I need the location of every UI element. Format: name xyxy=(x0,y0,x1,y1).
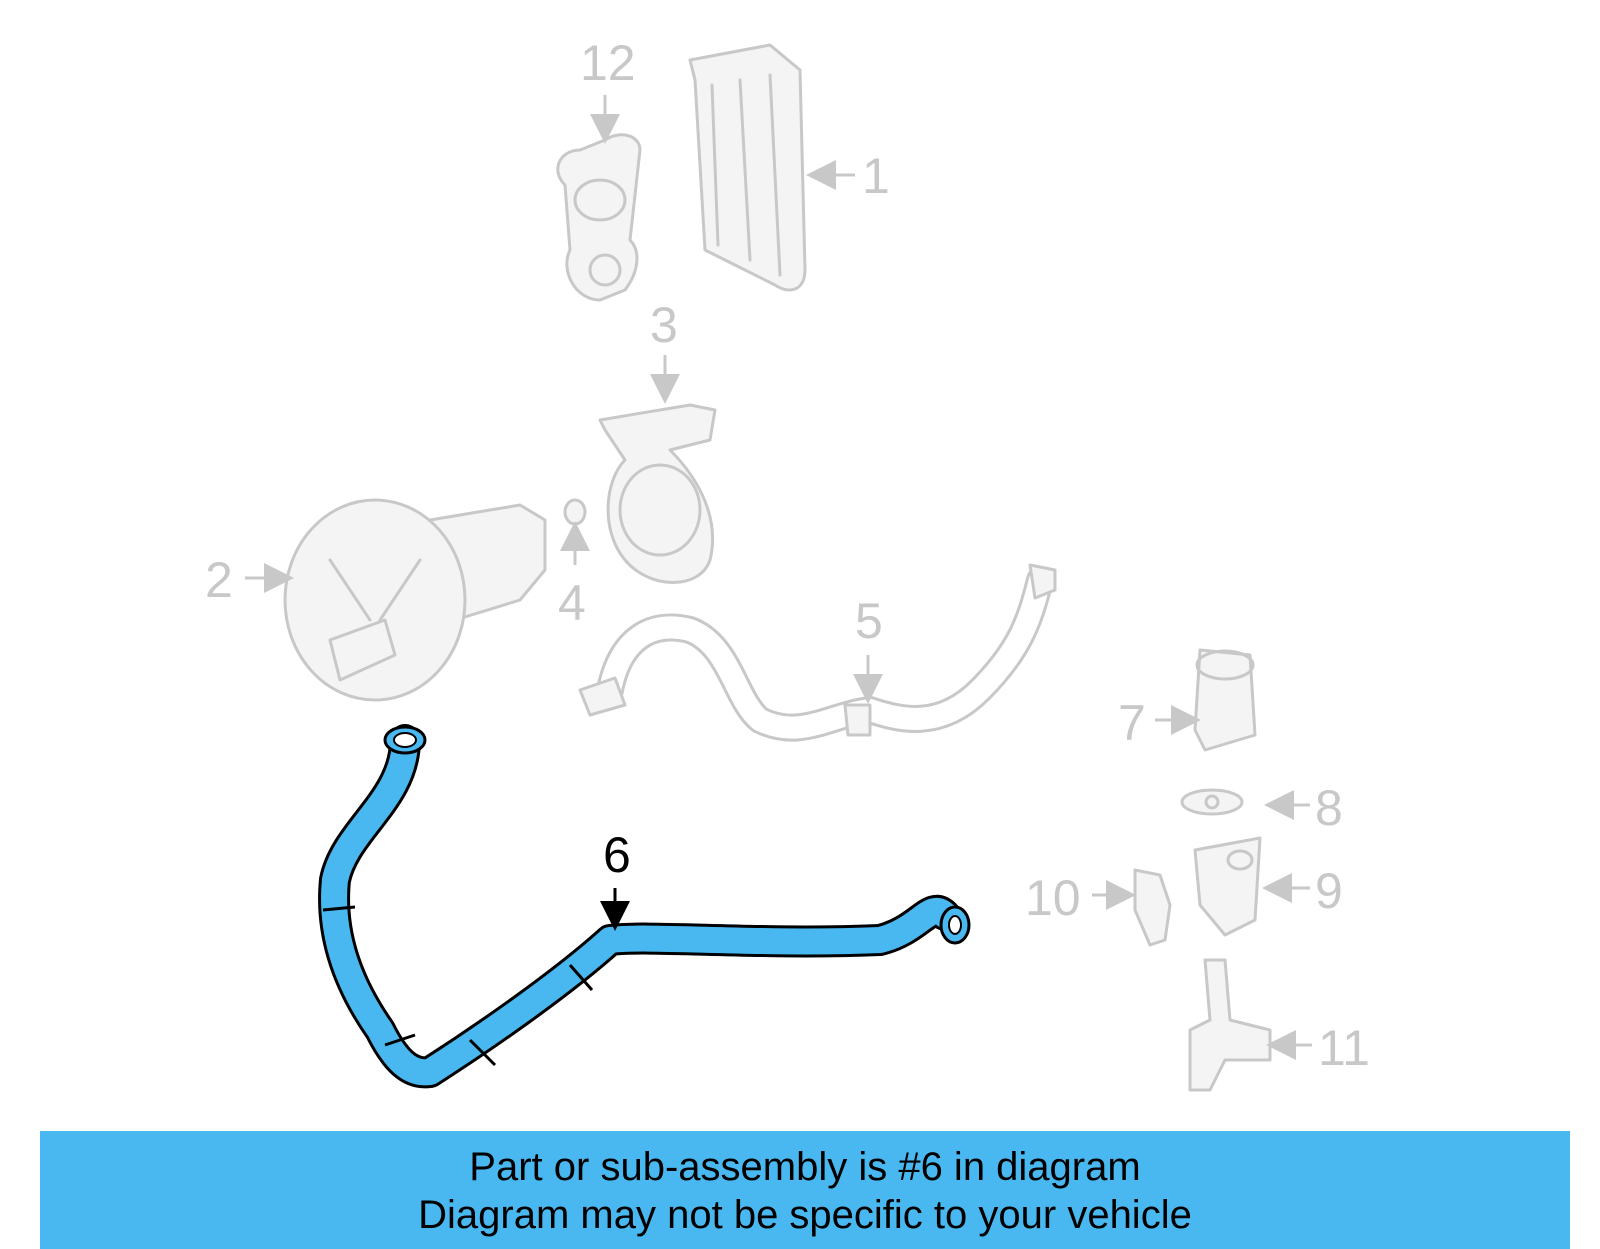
part-4-fitting xyxy=(563,498,587,526)
callout-8: 8 xyxy=(1315,780,1343,836)
callout-3: 3 xyxy=(650,297,678,353)
banner-line-2: Diagram may not be specific to your vehi… xyxy=(418,1193,1192,1237)
part-11-bracket xyxy=(1188,958,1272,1092)
part-8-gasket xyxy=(1180,788,1244,816)
part-6-hose-highlighted xyxy=(318,724,971,1089)
callout-11: 11 xyxy=(1318,1020,1370,1076)
part-12-valve xyxy=(556,133,642,302)
callout-6: 6 xyxy=(603,827,631,883)
part-9-bracket xyxy=(1193,836,1262,937)
part-1-cooler xyxy=(688,43,807,292)
banner-line-1: Part or sub-assembly is #6 in diagram xyxy=(469,1145,1141,1189)
part-7-valve xyxy=(1193,648,1257,752)
part-5-hose xyxy=(578,563,1057,742)
callout-7: 7 xyxy=(1118,695,1146,751)
callout-5: 5 xyxy=(855,593,883,649)
callout-4: 4 xyxy=(558,575,586,631)
info-banner: Part or sub-assembly is #6 in diagram Di… xyxy=(40,1131,1570,1249)
callout-1: 1 xyxy=(862,148,890,204)
part-2-air-pump xyxy=(283,498,547,702)
callout-9: 9 xyxy=(1315,863,1343,919)
part-3-flange xyxy=(598,403,717,584)
part-10-plate xyxy=(1133,868,1172,947)
callout-arrows xyxy=(245,95,1312,1060)
callout-labels: 12 1 3 4 2 5 7 8 9 10 11 6 xyxy=(205,35,1370,1076)
callout-12: 12 xyxy=(580,35,636,91)
callout-10: 10 xyxy=(1025,870,1081,926)
callout-2: 2 xyxy=(205,552,233,608)
